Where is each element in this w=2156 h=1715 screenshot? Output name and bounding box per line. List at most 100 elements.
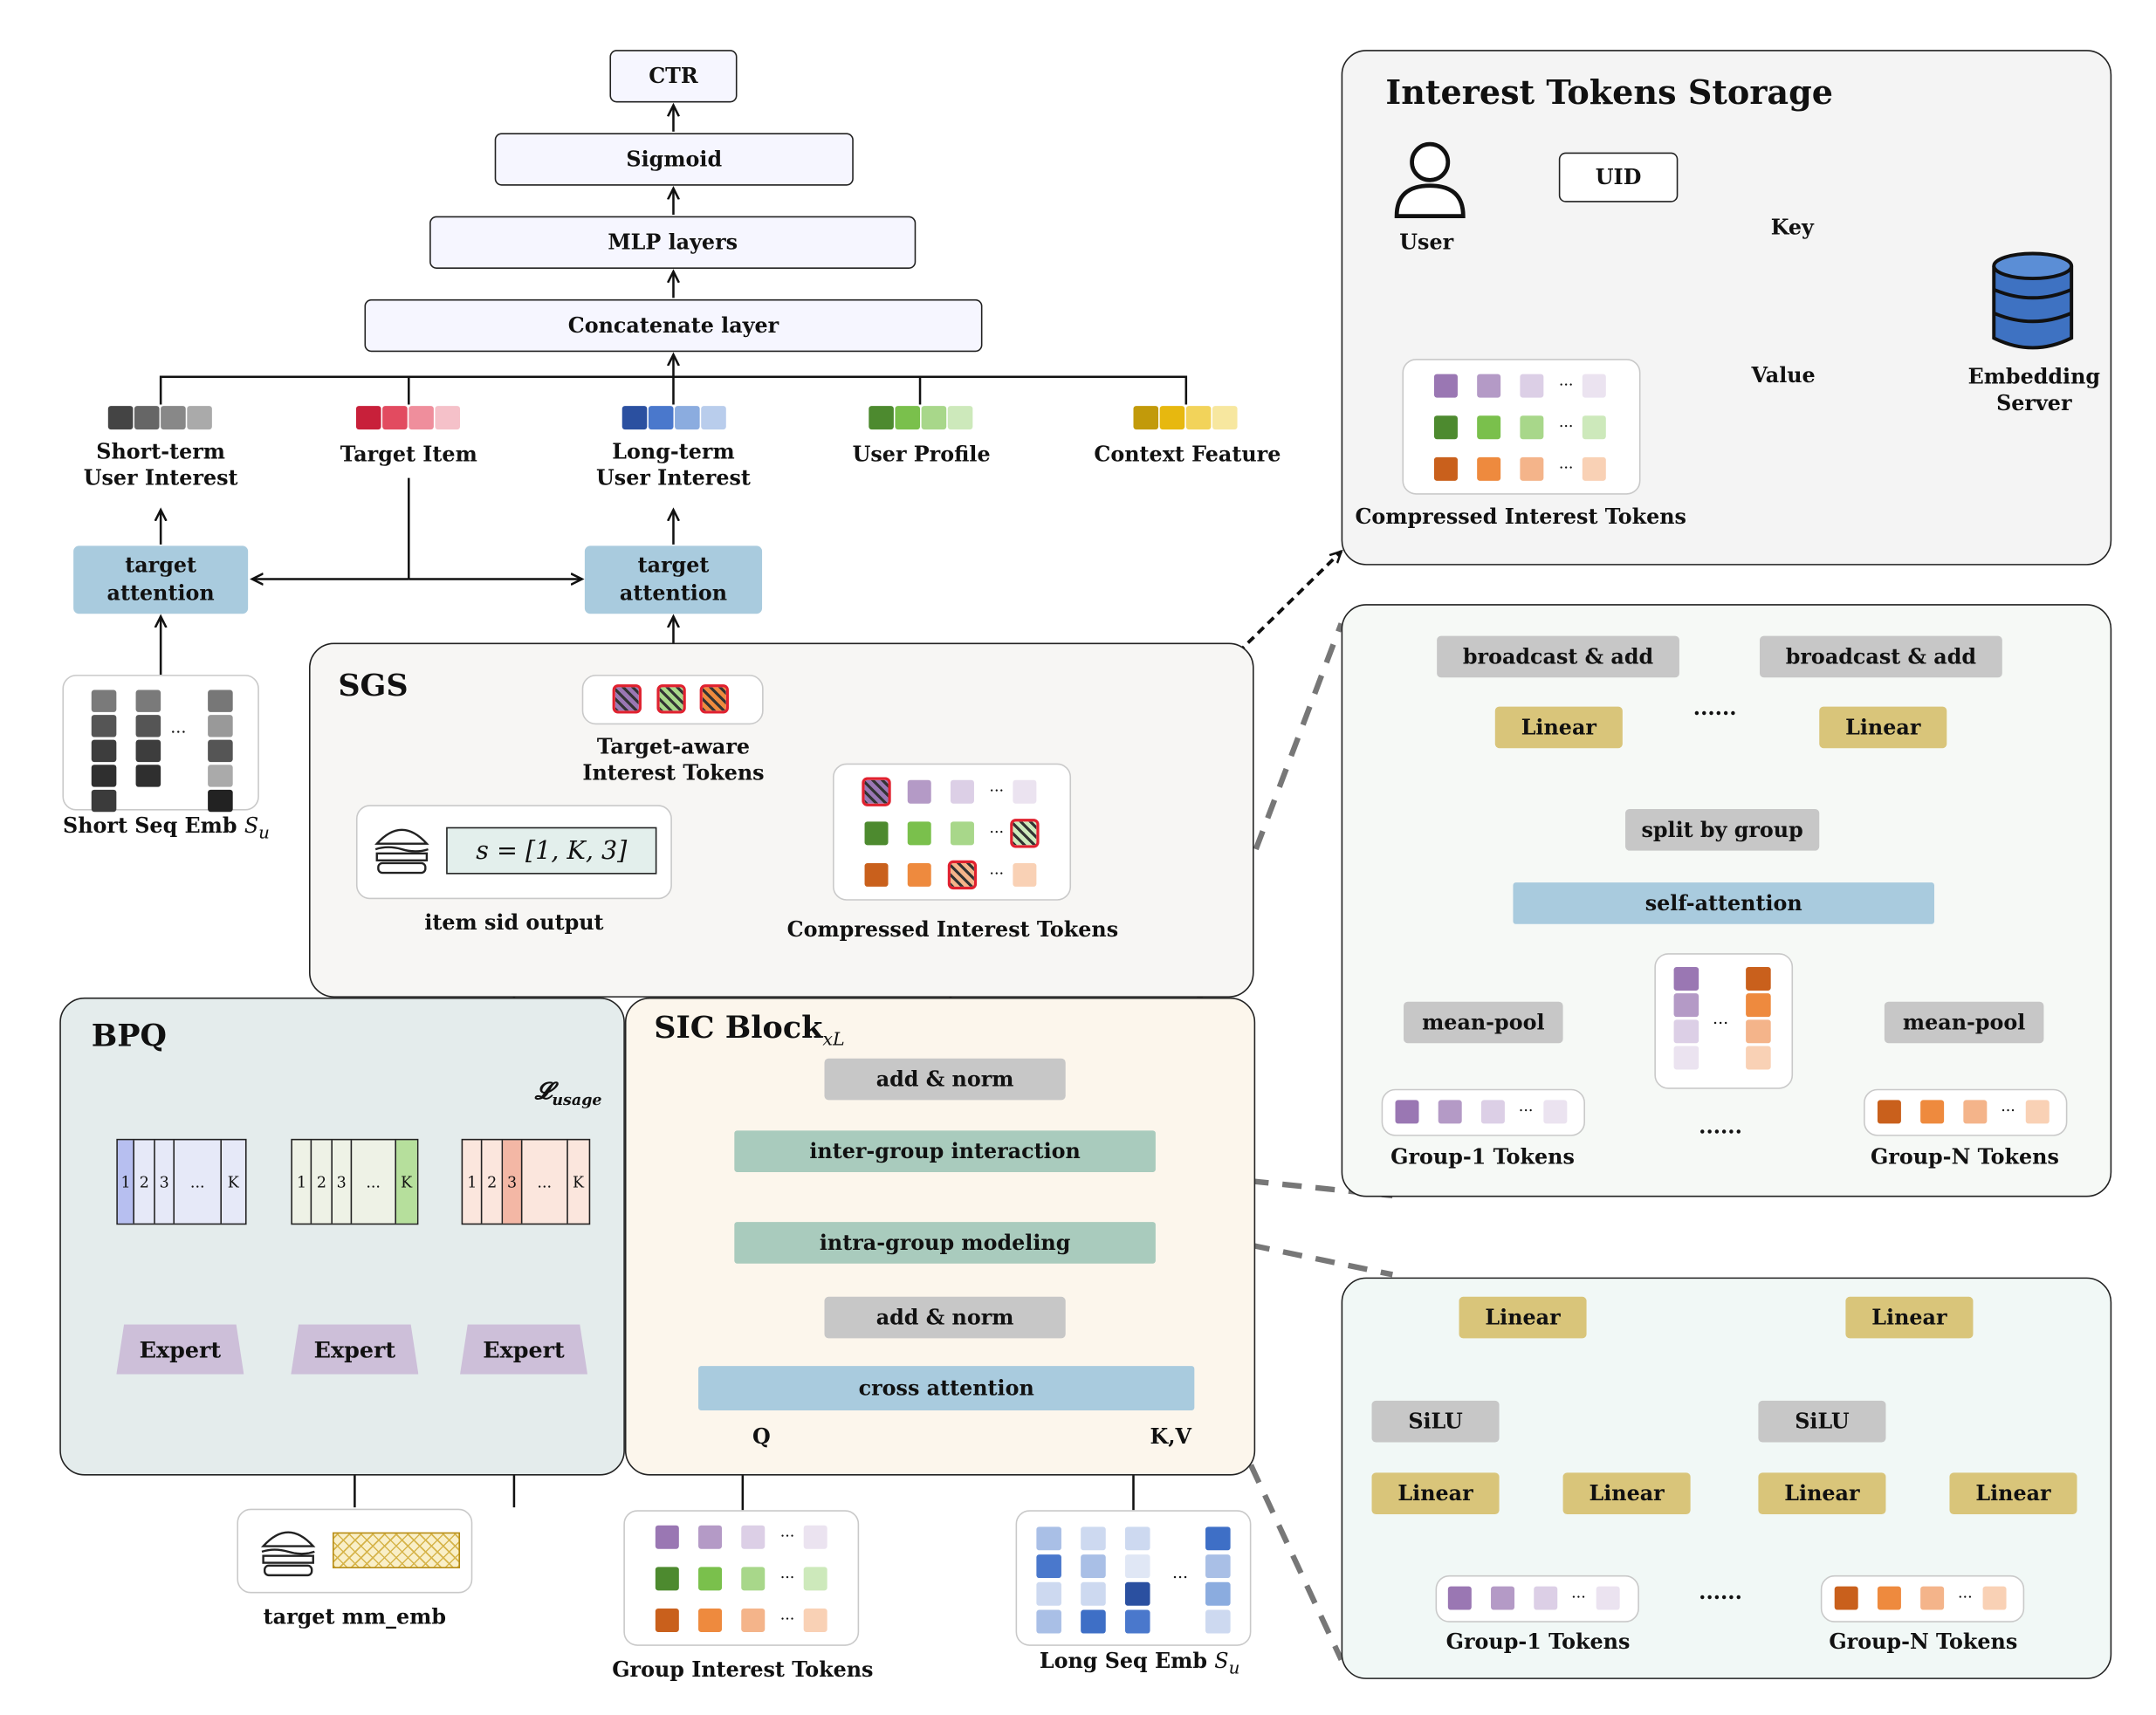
- long-term-label: Long-term User Interest: [596, 439, 751, 490]
- codebook-a: 1 2 3 ... K: [116, 1138, 247, 1225]
- token-ellipsis: ...: [1571, 1583, 1586, 1602]
- inter-group-interaction: inter-group interaction: [734, 1130, 1156, 1172]
- context-feature-label: Context Feature: [1094, 442, 1281, 467]
- sgs-compressed-label: Compressed Interest Tokens: [786, 916, 1119, 943]
- cross-attention-label: cross attention: [858, 1375, 1034, 1401]
- silu-1: SiLU: [1371, 1400, 1500, 1443]
- kv-label: K,V: [1150, 1423, 1192, 1450]
- interest-token: [741, 1525, 766, 1549]
- usage-loss-sub: usage: [552, 1090, 602, 1109]
- bpq-title: BPQ: [91, 1018, 167, 1055]
- sic-title-sub: xL: [822, 1030, 845, 1051]
- storage-title: Interest Tokens Storage: [1385, 72, 1833, 113]
- target-aware-token: [699, 684, 729, 714]
- group-token: [1920, 1586, 1945, 1610]
- expert-3: Expert: [460, 1324, 588, 1375]
- short-seq-cell: [135, 765, 161, 787]
- long-seq-cell: [1205, 1554, 1231, 1579]
- inter-linear-n: Linear: [1819, 706, 1947, 749]
- interest-token: [1477, 456, 1501, 481]
- target-item-label: Target Item: [340, 442, 477, 467]
- cross-attention: cross attention: [698, 1366, 1195, 1410]
- bpq-panel: [59, 997, 625, 1476]
- feature-swatch: [701, 406, 726, 430]
- intra-linear-b-1: Linear: [1562, 1472, 1691, 1515]
- interest-token: [1477, 374, 1501, 398]
- interest-token: [655, 1608, 679, 1632]
- interest-token: [698, 1525, 723, 1549]
- add-norm-bottom: add & norm: [824, 1296, 1066, 1339]
- feature-swatch: [921, 406, 947, 430]
- uid-label: UID: [1595, 164, 1642, 190]
- cb-a-cell: 2: [135, 1140, 155, 1224]
- token-ellipsis: ...: [1518, 1097, 1534, 1115]
- short-seq-sub: u: [258, 821, 270, 843]
- interest-token: [950, 821, 974, 846]
- long-seq-cell: [1036, 1609, 1061, 1634]
- feature-swatch: [869, 406, 894, 430]
- long-seq-cell: [1081, 1554, 1106, 1579]
- long-seq-cell: [1036, 1554, 1061, 1579]
- feature-swatch: [947, 406, 973, 430]
- feature-swatch: [1133, 406, 1159, 430]
- feature-swatch: [107, 406, 134, 430]
- silu-1-label: SiLU: [1408, 1409, 1463, 1434]
- intra-linear-a-n: Linear: [1758, 1472, 1886, 1515]
- interest-token: [1520, 415, 1544, 440]
- interest-token: [907, 862, 931, 887]
- short-seq-cell: [91, 715, 117, 737]
- token-ellipsis: ...: [779, 1605, 795, 1624]
- intra-linear-out-n: Linear: [1845, 1296, 1974, 1339]
- token-ellipsis: ...: [989, 777, 1005, 796]
- storage-compressed-label: Compressed Interest Tokens: [1355, 504, 1686, 530]
- group-token: [1543, 1100, 1568, 1124]
- short-seq-cell: [91, 739, 117, 763]
- interest-token: [862, 777, 891, 806]
- cb-a-cell: 3: [155, 1140, 175, 1224]
- long-seq-cell: [1124, 1609, 1150, 1634]
- inter-linear-1: Linear: [1494, 706, 1623, 749]
- token-ellipsis: ...: [1558, 371, 1574, 390]
- interest-token: [803, 1608, 827, 1632]
- broadcast-add-1: broadcast & add: [1437, 635, 1679, 678]
- interest-token: [1013, 862, 1037, 887]
- token-ellipsis: ...: [989, 819, 1005, 837]
- short-seq-cell: [208, 765, 233, 787]
- short-term-label: Short-term User Interest: [83, 439, 238, 490]
- long-seq-text: Long Seq Emb: [1039, 1649, 1207, 1674]
- interest-token: [655, 1525, 679, 1549]
- intra-linear-a-n-label: Linear: [1784, 1480, 1860, 1506]
- pooled-cell: [1746, 967, 1771, 991]
- embedding-server-label: Embedding Server: [1967, 364, 2101, 415]
- intra-linear-b-n: Linear: [1949, 1472, 2077, 1515]
- long-seq-cell: [1124, 1554, 1150, 1579]
- interest-token: [1477, 415, 1501, 440]
- concat-label: Concatenate layer: [567, 312, 779, 339]
- pooled-cell: [1746, 1019, 1771, 1044]
- feature-swatch: [675, 406, 700, 430]
- long-seq-cell: [1205, 1609, 1231, 1634]
- target-mm-emb-label: target mm_emb: [263, 1604, 447, 1629]
- intra-group1-label: Group-1 Tokens: [1445, 1629, 1631, 1655]
- token-ellipsis: ...: [1558, 413, 1574, 431]
- user-icon: [1394, 141, 1466, 219]
- feature-swatch: [1159, 406, 1185, 430]
- long-seq-cell: [1205, 1581, 1231, 1606]
- interest-token: [1582, 415, 1606, 440]
- inter-linear-n-label: Linear: [1845, 715, 1921, 740]
- item-sid-output-label: item sid output: [424, 909, 604, 936]
- group-token: [1877, 1100, 1901, 1124]
- sic-title-text: SIC Block: [654, 1010, 823, 1046]
- target-aware-token: [612, 684, 642, 714]
- intra-linear-out-1-label: Linear: [1485, 1305, 1561, 1330]
- interest-token: [947, 860, 978, 890]
- interest-token: [1010, 819, 1040, 848]
- short-seq-cell: [91, 689, 117, 712]
- cb-a-cell: ...: [175, 1140, 222, 1224]
- interest-token: [1582, 374, 1606, 398]
- mlp-layers-box: MLP layers: [429, 216, 917, 269]
- intra-linear-out-n-label: Linear: [1871, 1305, 1947, 1330]
- mean-pool-1-label: mean-pool: [1422, 1010, 1545, 1035]
- interest-token: [655, 1567, 679, 1591]
